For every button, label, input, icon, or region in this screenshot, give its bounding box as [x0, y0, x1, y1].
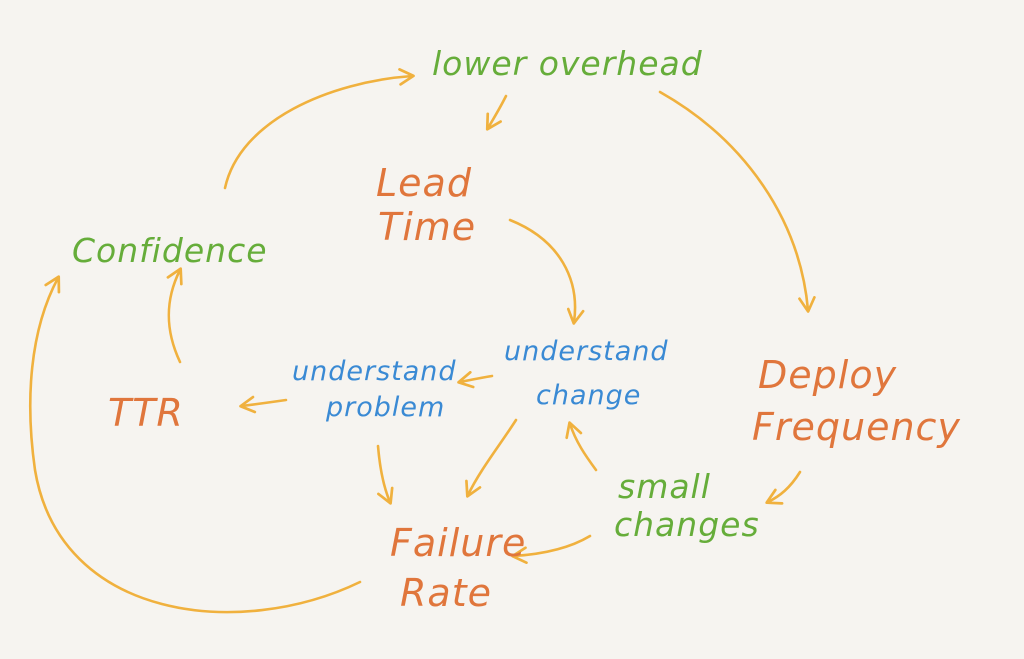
edge-lower-overhead-to-deploy-frequency [658, 90, 816, 313]
node-ttr: TTR [108, 391, 184, 435]
node-small-changes: small changes [614, 467, 760, 544]
edge-understand-problem-to-ttr [239, 395, 288, 414]
node-lower-overhead: lower overhead [432, 44, 703, 83]
node-small-changes-line-2: changes [614, 505, 760, 544]
node-ttr-line-1: TTR [108, 391, 184, 435]
node-failure-rate-line-1: Failure [390, 521, 526, 565]
node-deploy-frequency-line-1: Deploy [758, 353, 897, 397]
node-understand-problem-line-2: problem [325, 392, 445, 423]
edge-failure-rate-to-confidence [28, 275, 362, 614]
edge-lower-overhead-to-lead-time [485, 94, 508, 131]
edge-small-changes-to-understand-change [565, 421, 598, 472]
node-failure-rate: Failure Rate [390, 521, 539, 615]
node-failure-rate-line-2: Rate [400, 571, 492, 615]
node-lower-overhead-line-1: lower overhead [432, 44, 703, 83]
node-confidence-line-1: Confidence [72, 231, 268, 270]
node-lead-time-line-2: Time [378, 205, 476, 249]
node-understand-problem-line-1: understand [292, 356, 457, 387]
node-understand-change-line-1: understand [504, 336, 669, 367]
node-small-changes-line-1: small [618, 467, 711, 506]
node-deploy-frequency: Deploy Frequency [752, 353, 961, 449]
edge-deploy-frequency-to-small-changes [765, 470, 802, 505]
edge-understand-problem-to-failure-rate [376, 444, 394, 505]
node-understand-problem: understand problem [292, 356, 466, 423]
node-deploy-frequency-line-2: Frequency [752, 405, 961, 449]
node-understand-change: understand change [504, 336, 678, 411]
edge-small-changes-to-failure-rate [511, 534, 592, 565]
node-understand-change-line-2: change [536, 380, 641, 411]
edge-understand-change-to-failure-rate [465, 418, 518, 498]
nodes: lower overhead Confidence small changes … [72, 44, 961, 615]
node-lead-time: Lead Time [376, 161, 485, 249]
edge-confidence-to-lower-overhead [223, 68, 415, 190]
edge-ttr-to-confidence [166, 267, 183, 364]
edges [28, 68, 816, 614]
node-confidence: Confidence [72, 231, 268, 270]
node-lead-time-line-1: Lead [376, 161, 472, 205]
edge-understand-change-to-understand-problem [457, 370, 494, 389]
edge-lead-time-to-understand-change [508, 218, 585, 325]
